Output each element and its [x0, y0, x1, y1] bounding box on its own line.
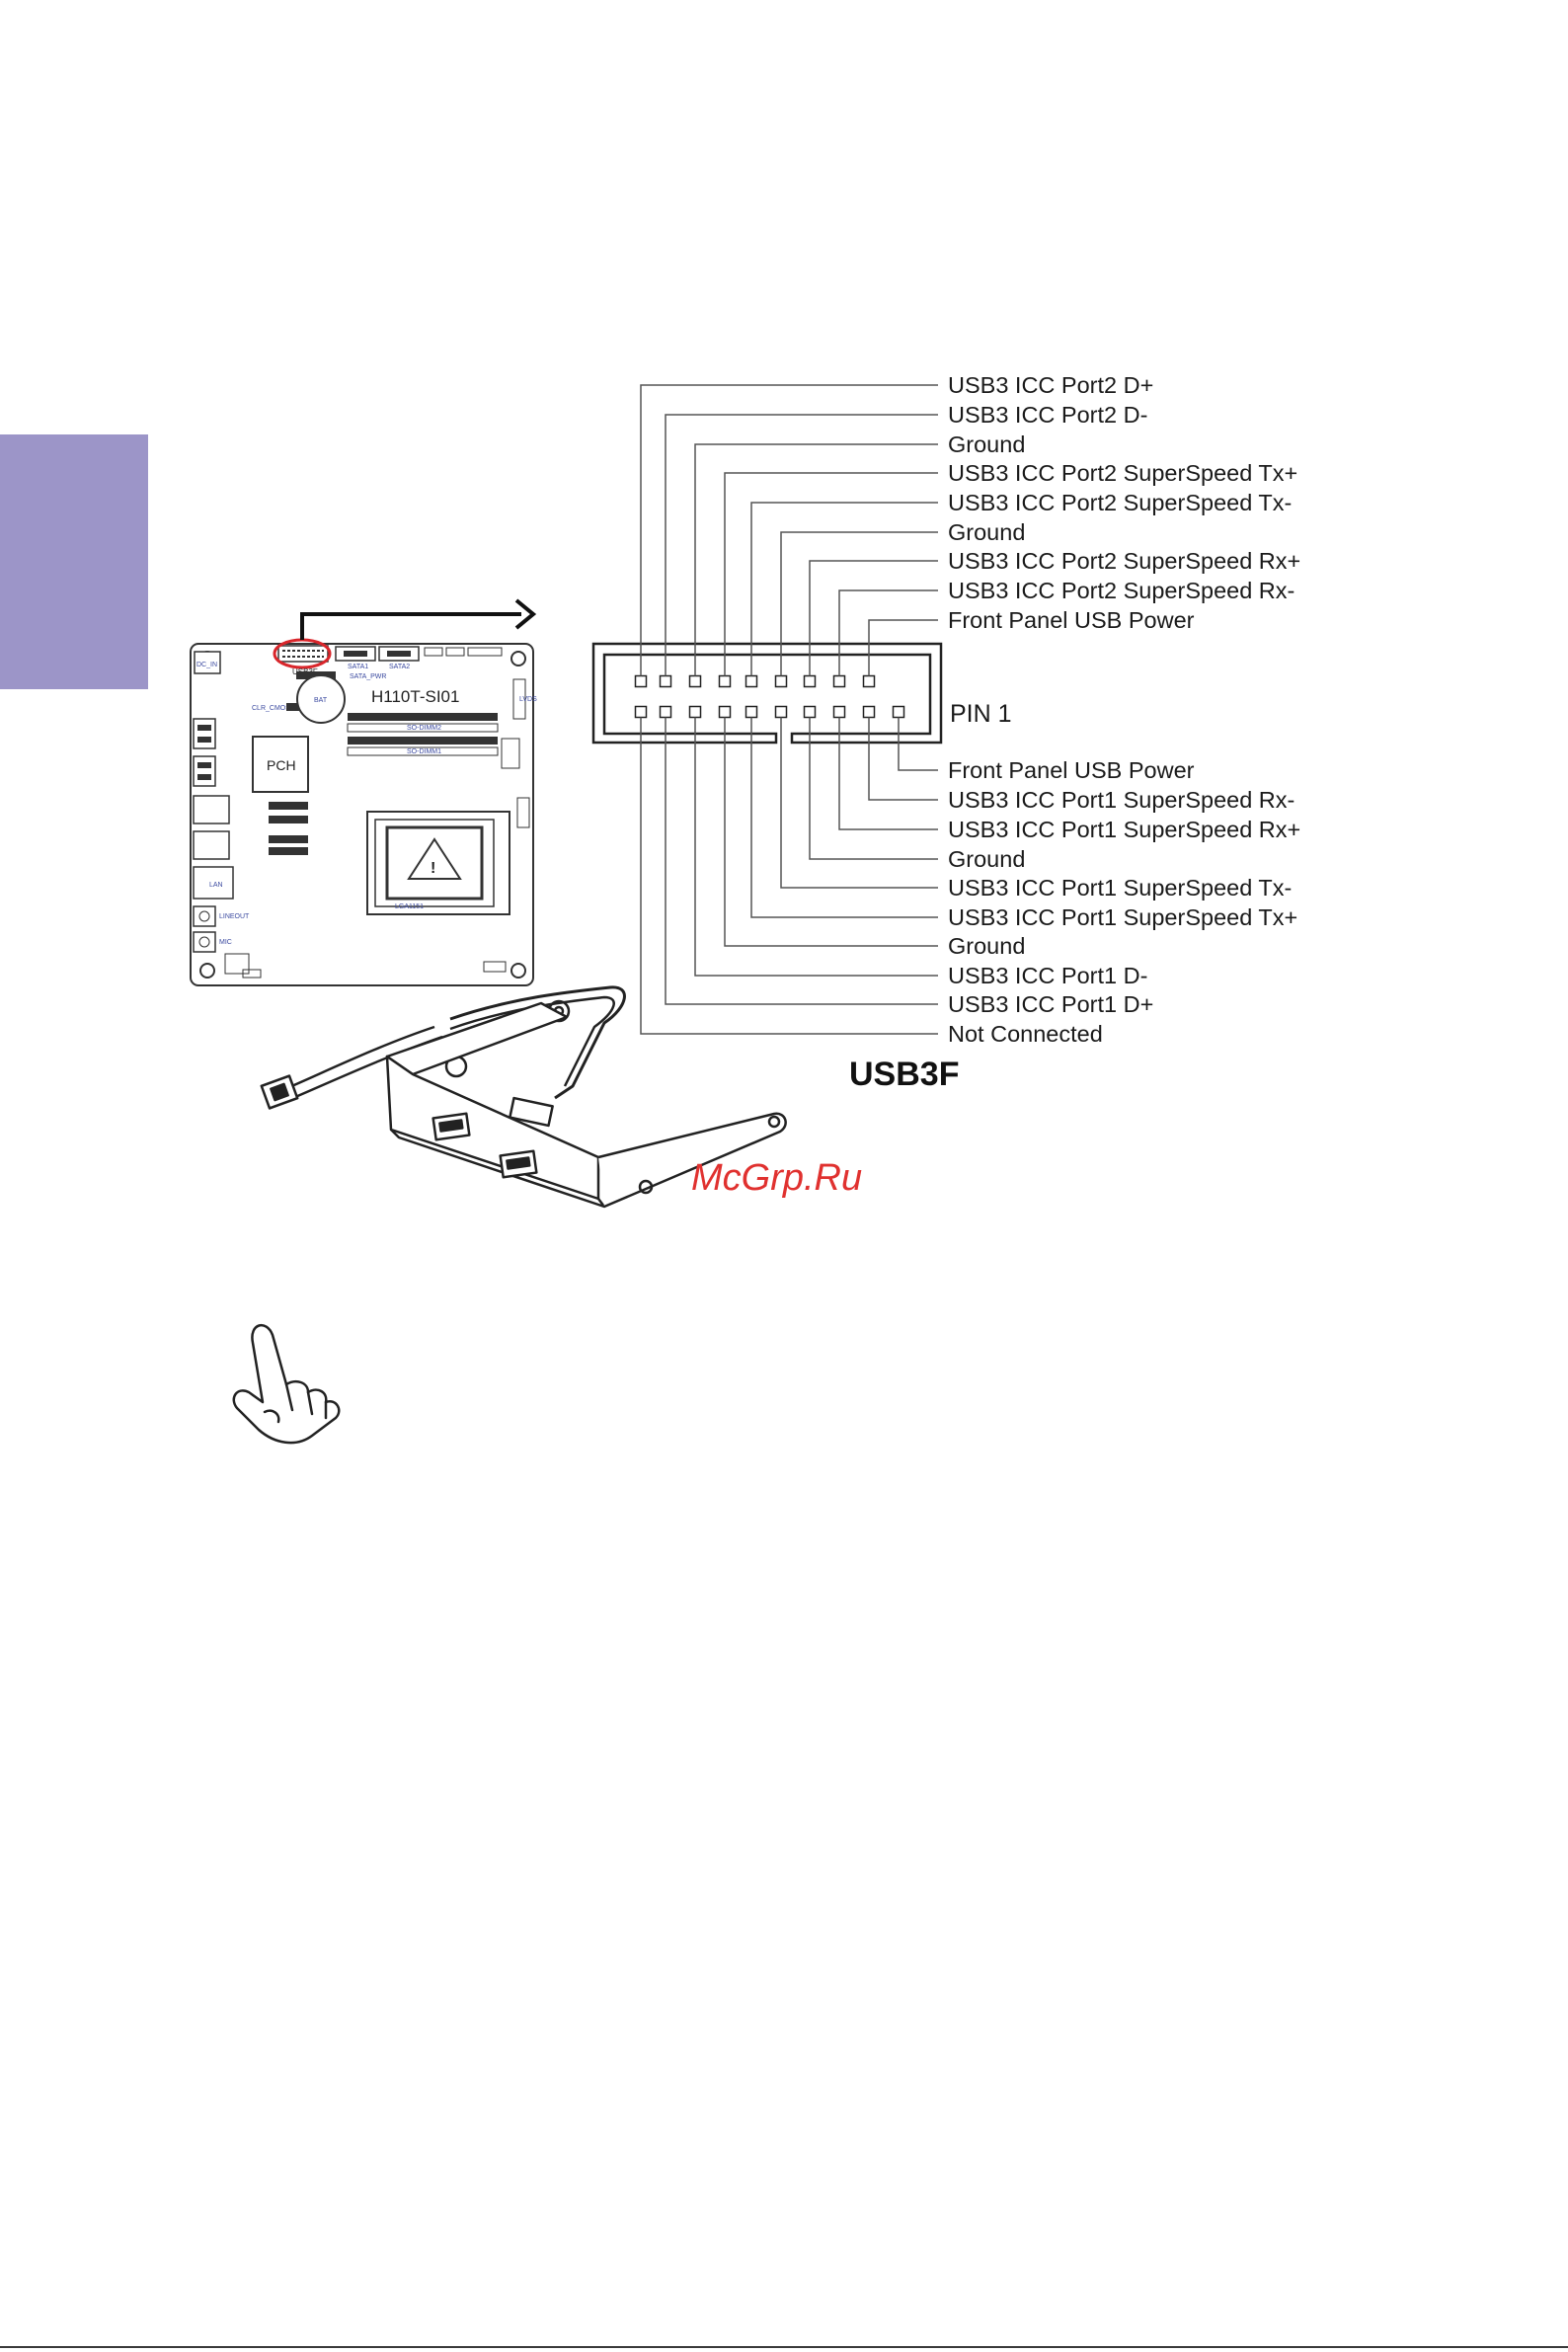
pin-label-top-5: USB3 ICC Port2 SuperSpeed Tx-	[948, 490, 1292, 515]
pin-bottom-3	[832, 705, 846, 719]
lead-bottom-3	[838, 717, 938, 830]
pin-leader-lines	[640, 384, 938, 1035]
sodimm1-label: SO-DIMM1	[407, 748, 441, 755]
lead-top-5	[750, 502, 938, 676]
lead-bottom-2	[868, 717, 938, 801]
pin-top-5	[745, 674, 758, 688]
pin-top-2	[659, 674, 672, 688]
pin-label-bottom-6: USB3 ICC Port1 SuperSpeed Tx+	[948, 904, 1297, 930]
chapter-side-tab	[0, 434, 148, 689]
motherboard-illustration: DC_IN USB3F SATA1 SATA2 SATA_PWR CLR_CMO…	[190, 638, 537, 986]
lineout-label: LINEOUT	[219, 913, 250, 920]
sata2-label: SATA2	[389, 664, 410, 670]
pin-top-6	[774, 674, 788, 688]
top-row-labels: USB3 ICC Port2 D+ USB3 ICC Port2 D- Grou…	[948, 372, 1300, 633]
clr-cmos-label: CLR_CMOS	[252, 705, 290, 712]
lan-label: LAN	[209, 882, 223, 889]
pin-bottom-2	[862, 705, 876, 719]
pin-bottom-9	[659, 705, 672, 719]
pin-top-4	[718, 674, 732, 688]
lead-bottom-1	[898, 717, 938, 771]
pin-top-1	[634, 674, 648, 688]
lead-top-1	[640, 384, 938, 676]
dc-in-label: DC_IN	[196, 662, 217, 668]
pin-label-bottom-9: USB3 ICC Port1 D+	[948, 991, 1153, 1017]
pin-label-bottom-8: USB3 ICC Port1 D-	[948, 963, 1147, 988]
lead-bottom-4	[809, 717, 938, 860]
watermark-text: McGrp.Ru	[691, 1157, 862, 1199]
page-bottom-rule	[0, 2346, 1568, 2348]
pin-bottom-10	[634, 705, 648, 719]
connector-title: USB3F	[849, 1056, 959, 1093]
connector-shroud	[591, 642, 943, 745]
board-model-name: H110T-SI01	[371, 687, 459, 706]
pin-top-3	[688, 674, 702, 688]
pin-bottom-5	[774, 705, 788, 719]
lead-bottom-6	[750, 717, 938, 918]
lvds-label: LVDS	[519, 696, 537, 703]
pin-label-bottom-3: USB3 ICC Port1 SuperSpeed Rx+	[948, 817, 1300, 842]
bottom-row-labels: Front Panel USB Power USB3 ICC Port1 Sup…	[948, 757, 1300, 1047]
pin-label-top-8: USB3 ICC Port2 SuperSpeed Rx-	[948, 578, 1294, 603]
sodimm2-label: SO-DIMM2	[407, 725, 441, 732]
pin-bottom-4	[803, 705, 817, 719]
pin-bottom-8	[688, 705, 702, 719]
pin-label-top-2: USB3 ICC Port2 D-	[948, 402, 1147, 428]
pin-label-top-4: USB3 ICC Port2 SuperSpeed Tx+	[948, 460, 1297, 486]
lead-bottom-7	[724, 717, 938, 947]
pin-label-top-1: USB3 ICC Port2 D+	[948, 372, 1153, 398]
pin-top-7	[803, 674, 817, 688]
lead-bottom-5	[780, 717, 938, 889]
lead-top-3	[694, 443, 938, 676]
pin-label-top-3: Ground	[948, 431, 1025, 457]
pointer-arrow	[300, 598, 537, 640]
pin-bottom-1	[892, 705, 905, 719]
lead-bottom-8	[694, 717, 938, 977]
pin-label-top-7: USB3 ICC Port2 SuperSpeed Rx+	[948, 548, 1300, 574]
pointing-hand-icon	[232, 1323, 341, 1445]
usb-bracket-illustration	[260, 985, 787, 1209]
mic-label: MIC	[219, 939, 232, 946]
svg-text:!: !	[431, 860, 435, 877]
pin-label-bottom-1: Front Panel USB Power	[948, 757, 1195, 783]
pin-label-top-9: Front Panel USB Power	[948, 607, 1195, 633]
pin-top-9	[862, 674, 876, 688]
lead-top-9	[868, 619, 938, 676]
lead-top-7	[809, 560, 938, 676]
lead-top-6	[780, 531, 938, 676]
sata1-label: SATA1	[348, 664, 368, 670]
lead-top-2	[665, 414, 938, 676]
pin-bottom-7	[718, 705, 732, 719]
battery-label: BAT	[314, 697, 328, 704]
pin-label-bottom-5: USB3 ICC Port1 SuperSpeed Tx-	[948, 875, 1292, 901]
lead-bottom-9	[665, 717, 938, 1005]
lead-top-8	[838, 589, 938, 676]
pin-bottom-6	[745, 705, 758, 719]
pin1-label: PIN 1	[950, 700, 1012, 728]
pin-label-bottom-4: Ground	[948, 846, 1025, 872]
connector-pins	[634, 674, 905, 719]
pin-top-8	[832, 674, 846, 688]
pin-label-bottom-2: USB3 ICC Port1 SuperSpeed Rx-	[948, 787, 1294, 813]
pin-label-bottom-10: Not Connected	[948, 1021, 1103, 1047]
cpu-socket-label: LGA1151	[395, 903, 424, 910]
lead-top-4	[724, 472, 938, 676]
lead-bottom-10	[640, 717, 938, 1035]
pch-chip-label: PCH	[267, 757, 296, 773]
pin-label-top-6: Ground	[948, 519, 1025, 545]
pin-label-bottom-7: Ground	[948, 933, 1025, 959]
connector-pinout	[591, 384, 943, 1035]
sata-pwr-label: SATA_PWR	[350, 673, 386, 680]
